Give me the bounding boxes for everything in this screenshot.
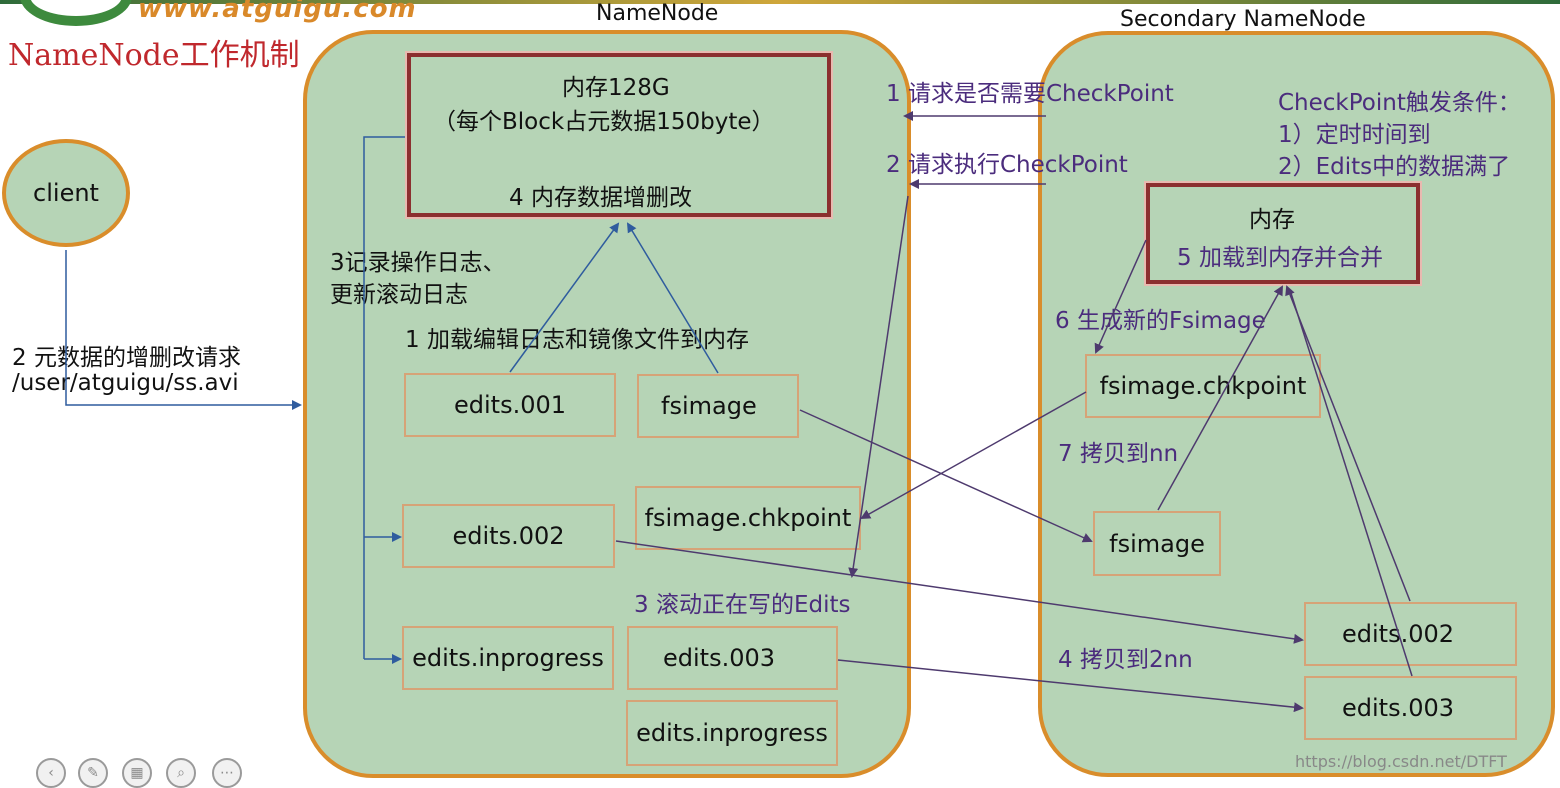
site-url: www.atguigu.com: [138, 0, 417, 24]
top-decor-bar: [0, 0, 1560, 4]
secondary-memory-step5: 5 加载到内存并合并: [1177, 245, 1383, 271]
snn-edits-003: edits.003: [1304, 676, 1517, 740]
nn-fsimage-chkpoint: fsimage.chkpoint: [635, 486, 861, 550]
zoom-icon[interactable]: ⌕: [166, 758, 196, 788]
arrow-copy-edits002-to-2nn: [615, 540, 1304, 644]
more-icon[interactable]: ⋯: [212, 758, 242, 788]
snn-edits-002: edits.002: [1304, 602, 1517, 666]
namenode-memory-size: 内存128G: [562, 75, 670, 101]
client-request-path: /user/atguigu/ss.avi: [12, 370, 239, 396]
checkpoint-trigger-1: 1）定时时间到: [1278, 122, 1431, 148]
namenode-step1-load: 1 加载编辑日志和镜像文件到内存: [405, 327, 749, 353]
arrow-client-to-namenode: [65, 250, 302, 410]
secondary-step1: 1 请求是否需要CheckPoint: [886, 81, 1174, 107]
arrow-copy-edits003-to-2nn: [837, 659, 1304, 713]
namenode-step3-log-line1: 3记录操作日志、: [330, 250, 506, 276]
arrow-fsimage-to-memory: [626, 222, 719, 374]
nn-edits-003: edits.003: [627, 626, 838, 690]
client-node: client: [2, 139, 130, 247]
slide-title: NameNode工作机制: [8, 38, 300, 73]
arrow-2nn-edits003-to-memory: [1289, 289, 1413, 677]
watermark: https://blog.csdn.net/DTFT: [1295, 752, 1507, 771]
nn-fsimage: fsimage: [637, 374, 799, 438]
snn-fsimage-chkpoint: fsimage.chkpoint: [1085, 354, 1321, 418]
arrow-2nn-fsimage-to-memory: [1157, 285, 1283, 511]
secondary-memory-title: 内存: [1249, 207, 1295, 233]
namenode-memory-step4: 4 内存数据增删改: [509, 185, 692, 211]
secondary-step7: 7 拷贝到nn: [1058, 441, 1179, 467]
arrow-roll-edits: [848, 195, 909, 578]
namenode-title: NameNode: [596, 1, 719, 26]
namenode-memory-box: [405, 51, 833, 219]
checkpoint-trigger-2: 2）Edits中的数据满了: [1278, 154, 1511, 180]
snn-fsimage: fsimage: [1093, 511, 1221, 576]
secondary-namenode-title: Secondary NameNode: [1120, 7, 1366, 32]
namenode-step3-log-line2: 更新滚动日志: [330, 282, 468, 308]
secondary-memory-box: [1144, 181, 1422, 286]
client-label: client: [33, 179, 99, 207]
arrow-edits001-to-memory: [509, 222, 620, 373]
client-request-line1: 2 元数据的增删改请求: [12, 345, 241, 371]
checkpoint-trigger-title: CheckPoint触发条件：: [1278, 90, 1521, 116]
pen-icon[interactable]: ✎: [78, 758, 108, 788]
secondary-step2: 2 请求执行CheckPoint: [886, 152, 1128, 178]
arrow-2nn-edits002-to-memory: [1285, 285, 1411, 602]
grid-icon[interactable]: ▦: [122, 758, 152, 788]
nn-edits-inprogress: edits.inprogress: [402, 626, 614, 690]
arrow-copy-chkpoint-to-nn: [860, 391, 1087, 519]
arrow-memory-to-edits: [363, 136, 405, 659]
namenode-memory-block-note: （每个Block占元数据150byte）: [433, 109, 775, 135]
arrow-copy-fsimage-to-2nn: [799, 409, 1093, 543]
nn-edits-inprogress-new: edits.inprogress: [626, 700, 838, 766]
arrow-memory-to-new-fsimage: [1094, 239, 1147, 354]
secondary-step4: 4 拷贝到2nn: [1058, 647, 1193, 673]
nn-edits-001: edits.001: [404, 373, 616, 437]
prev-slide-icon[interactable]: ‹: [36, 758, 66, 788]
secondary-step6: 6 生成新的Fsimage: [1055, 308, 1266, 334]
namenode-step3-roll: 3 滚动正在写的Edits: [634, 592, 851, 618]
nn-edits-002: edits.002: [402, 504, 615, 568]
